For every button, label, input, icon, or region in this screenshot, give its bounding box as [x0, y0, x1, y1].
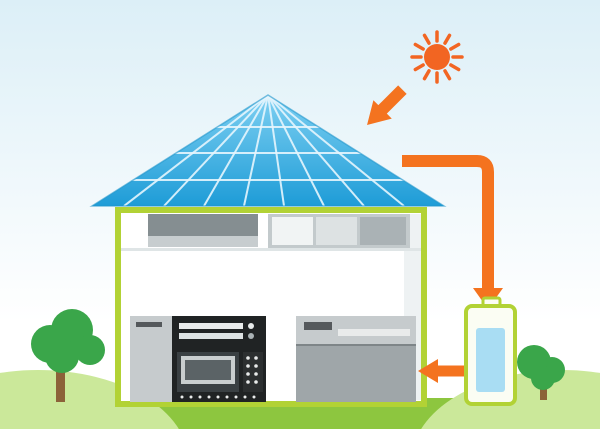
dishwasher [296, 316, 416, 402]
tree-icon [31, 309, 105, 402]
flow-arrow-sun-to-roof [367, 85, 407, 125]
oven-microwave-unit [172, 316, 266, 402]
dishwasher-handle [338, 329, 410, 336]
microwave-control-panel [243, 352, 263, 392]
knob [248, 333, 254, 339]
dishwasher-vent [304, 322, 332, 330]
vent-slot [179, 333, 243, 339]
hood-top [148, 214, 258, 236]
solar-panel-roof-icon [89, 94, 447, 207]
storage-battery-icon [464, 296, 517, 406]
knob [248, 323, 254, 329]
window-pane [316, 217, 357, 245]
dishwasher-door [296, 346, 416, 402]
flow-arrow-battery-to-appliances [418, 359, 464, 383]
battery-cell [476, 328, 505, 392]
window-pane [360, 217, 406, 245]
base-dots [180, 395, 256, 399]
control-buttons [246, 356, 258, 384]
bush-foliage [517, 345, 565, 390]
roof-outline [89, 94, 447, 207]
left-hill [0, 370, 179, 429]
window-pane [272, 217, 313, 245]
bush-icon [517, 345, 565, 400]
roof-surface [92, 95, 444, 206]
vent-slot [179, 323, 243, 329]
sun-icon [410, 30, 464, 84]
house [115, 207, 427, 407]
dishwasher-edge [296, 344, 416, 346]
sun-disc [424, 44, 450, 70]
tree-trunk [56, 362, 65, 402]
range-hood [148, 214, 258, 247]
floor-divider [121, 248, 421, 251]
upper-window [268, 214, 410, 248]
cabinet [130, 316, 172, 402]
sun-rays [410, 30, 464, 84]
kitchen-appliances-icon [130, 316, 416, 402]
cabinet-handle [136, 322, 162, 327]
tree-foliage [31, 309, 105, 373]
solar-panel-grid [92, 95, 444, 206]
hood-bottom [148, 236, 258, 247]
microwave-glass-inner [185, 360, 231, 380]
